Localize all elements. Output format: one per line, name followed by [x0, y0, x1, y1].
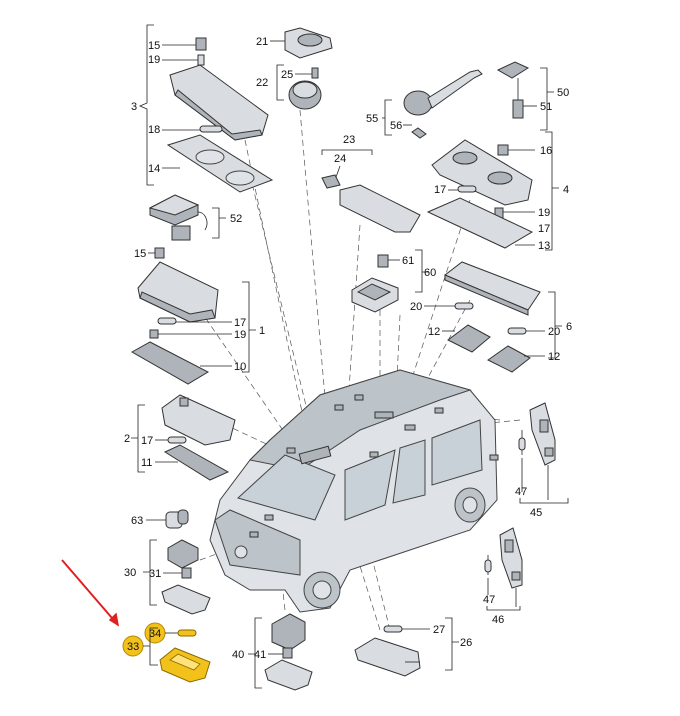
- callout-19: 19: [234, 329, 246, 341]
- callout-31: 31: [149, 568, 161, 580]
- callout-56: 56: [390, 120, 402, 132]
- callout-11: 11: [141, 457, 152, 469]
- callout-51: 51: [540, 101, 552, 113]
- callout-52: 52: [230, 213, 242, 225]
- callout-19: 19: [538, 207, 550, 219]
- part-group-3: 3 15 19 18 14: [131, 24, 274, 193]
- part-group-4: 16 4 17 19 17 13: [426, 131, 569, 252]
- callout-21: 21: [256, 36, 268, 48]
- part-group-33: 33 34: [61, 559, 211, 683]
- callout-47: 47: [515, 486, 527, 498]
- part-group-21-22: 21 22 25: [256, 27, 333, 110]
- callout-40: 40: [232, 649, 244, 661]
- part-group-30: 30 31: [124, 539, 211, 615]
- callout-22: 22: [256, 77, 268, 89]
- callout-12: 12: [548, 351, 560, 363]
- callout-45: 45: [530, 507, 542, 519]
- callout-50: 50: [557, 87, 569, 99]
- callout-63: 63: [131, 515, 143, 527]
- part-group-23: 23 24: [321, 134, 421, 233]
- callout-25: 25: [281, 69, 293, 81]
- callout-47: 47: [483, 594, 495, 606]
- callout-60: 60: [424, 267, 436, 279]
- pointer-arrow: [61, 559, 119, 626]
- callout-14: 14: [148, 163, 160, 175]
- callout-17: 17: [434, 184, 446, 196]
- callout-61: 61: [402, 255, 414, 267]
- callout-17: 17: [538, 223, 550, 235]
- callout-1: 1: [259, 325, 265, 337]
- callout-23: 23: [343, 134, 355, 146]
- callout-27: 27: [433, 624, 445, 636]
- callout-46: 46: [492, 614, 504, 626]
- part-group-63: 63: [131, 509, 189, 529]
- callout-33: 33: [127, 641, 139, 653]
- part-group-26: 27 26: [354, 617, 472, 677]
- part-group-52: 52: [148, 194, 242, 241]
- part-group-2: 2 17 11: [124, 394, 236, 481]
- van-illustration: [209, 369, 499, 613]
- callout-16: 16: [540, 145, 552, 157]
- callout-24: 24: [334, 153, 346, 165]
- callout-13: 13: [538, 240, 550, 252]
- callout-6: 6: [566, 321, 572, 333]
- callout-19: 19: [148, 54, 160, 66]
- callout-17: 17: [234, 317, 246, 329]
- part-group-46: 47 46: [483, 527, 523, 626]
- callout-3: 3: [131, 101, 137, 113]
- part-group-1: 15 1 17 19 10: [130, 247, 265, 385]
- part-group-45: 47 45: [515, 402, 569, 519]
- callout-20: 20: [410, 301, 422, 313]
- callout-4: 4: [563, 184, 569, 196]
- callout-15: 15: [134, 248, 146, 260]
- part-group-40: 40 41: [232, 613, 313, 691]
- callout-15: 15: [148, 40, 160, 52]
- part-group-50: 50 51: [496, 61, 569, 131]
- callout-20: 20: [548, 326, 560, 338]
- part-group-60: 61 60: [351, 249, 436, 313]
- callout-2: 2: [124, 433, 130, 445]
- callout-34: 34: [149, 628, 161, 640]
- callout-17: 17: [141, 435, 153, 447]
- part-group-6: 6 20 12 20 12: [410, 261, 572, 373]
- callout-18: 18: [148, 124, 160, 136]
- callout-12: 12: [428, 326, 440, 338]
- callout-26: 26: [460, 637, 472, 649]
- callout-55: 55: [366, 113, 378, 125]
- part-group-55: 55 56: [366, 69, 483, 139]
- callout-30: 30: [124, 567, 136, 579]
- callout-10: 10: [234, 361, 246, 373]
- callout-41: 41: [254, 649, 266, 661]
